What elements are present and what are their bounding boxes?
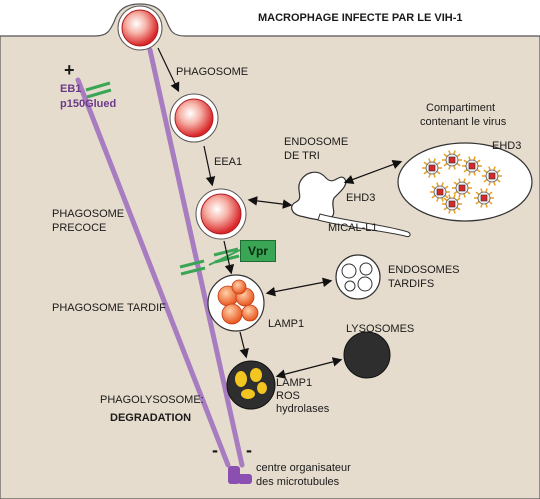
arrow-lysosome xyxy=(275,357,343,379)
ros-label: ROS xyxy=(276,390,300,402)
virus-particle xyxy=(474,188,494,208)
phagosome-precoce-label-2: PRECOCE xyxy=(52,222,107,234)
phagolysosome xyxy=(226,360,276,410)
arrow-tardifs xyxy=(265,277,333,297)
microtubule-right xyxy=(147,47,245,468)
mtoc-label-2: des microtubules xyxy=(256,476,340,488)
plus-end-label: + xyxy=(64,60,75,80)
tubular-endosome xyxy=(317,213,411,237)
eb1-marker xyxy=(85,81,112,99)
lysosomes-label: LYSOSOMES xyxy=(346,323,415,335)
endosome-tri-label-1: ENDOSOME xyxy=(284,136,349,148)
lysosome xyxy=(343,331,391,379)
phagosome-label: PHAGOSOME xyxy=(176,66,249,78)
p150-label: p150Glued xyxy=(60,98,117,110)
mtoc-label-1: centre organisateur xyxy=(256,462,351,474)
phagosome-2 xyxy=(169,93,219,143)
eb1-label: EB1 xyxy=(60,83,82,95)
arrow-eea1 xyxy=(203,145,216,187)
phagosome-precoce-label-1: PHAGOSOME xyxy=(52,208,125,220)
virus-particle xyxy=(462,156,482,176)
mtoc-icon xyxy=(228,466,252,484)
virus-particle xyxy=(430,182,450,202)
compartment-label-1: Compartiment xyxy=(426,102,496,114)
eea1-label: EEA1 xyxy=(214,156,243,168)
virus-compartment xyxy=(397,142,533,222)
endosome-tri-label-2: DE TRI xyxy=(284,150,320,162)
diagram-title: MACROPHAGE INFECTE PAR LE VIH-1 xyxy=(258,12,463,24)
endosomes-tardifs-label-2: TARDIFS xyxy=(388,278,435,290)
endosomes-tardifs xyxy=(335,254,381,300)
virus-particle xyxy=(452,178,472,198)
lamp1-label-b: LAMP1 xyxy=(276,377,313,389)
vpr-badge: Vpr xyxy=(240,240,276,262)
lamp1-label-a: LAMP1 xyxy=(268,318,305,330)
vpr-marker-left xyxy=(179,259,206,276)
mical-label: MICAL-L1 xyxy=(328,222,378,234)
endosomes-tardifs-label-1: ENDOSOMES xyxy=(388,264,460,276)
compartment-label-2: contenant le virus xyxy=(420,116,507,128)
virus-particle xyxy=(442,150,462,170)
phagosome-tardif xyxy=(207,274,265,332)
virus-particles xyxy=(422,150,502,214)
ehd3-compartment-label: EHD3 xyxy=(492,140,522,152)
phagosome-tardif-label: PHAGOSOME TARDIF xyxy=(52,302,166,314)
arrow-phagolysosome xyxy=(239,331,249,359)
arrow-tri xyxy=(247,196,293,209)
minus-end-label-2: - xyxy=(246,440,252,460)
virus-particle xyxy=(442,194,462,214)
arrow-compartment xyxy=(343,159,403,185)
arrow-precoce xyxy=(223,240,235,275)
phagosome-entry xyxy=(117,5,163,51)
degradation-label: DEGRADATION xyxy=(110,412,192,424)
phagosome-precoce xyxy=(195,188,247,240)
arrow-entry xyxy=(157,47,180,93)
virus-particle xyxy=(482,166,502,186)
ehd3-small-label: EHD3 xyxy=(346,192,376,204)
phagolysosome-label: PHAGOLYSOSOME: xyxy=(100,394,204,406)
hydrolases-label: hydrolases xyxy=(276,403,330,415)
microtubule-left xyxy=(75,77,231,468)
virus-particle xyxy=(422,158,442,178)
minus-end-label: - xyxy=(212,440,218,460)
endosome-de-tri xyxy=(291,171,347,221)
